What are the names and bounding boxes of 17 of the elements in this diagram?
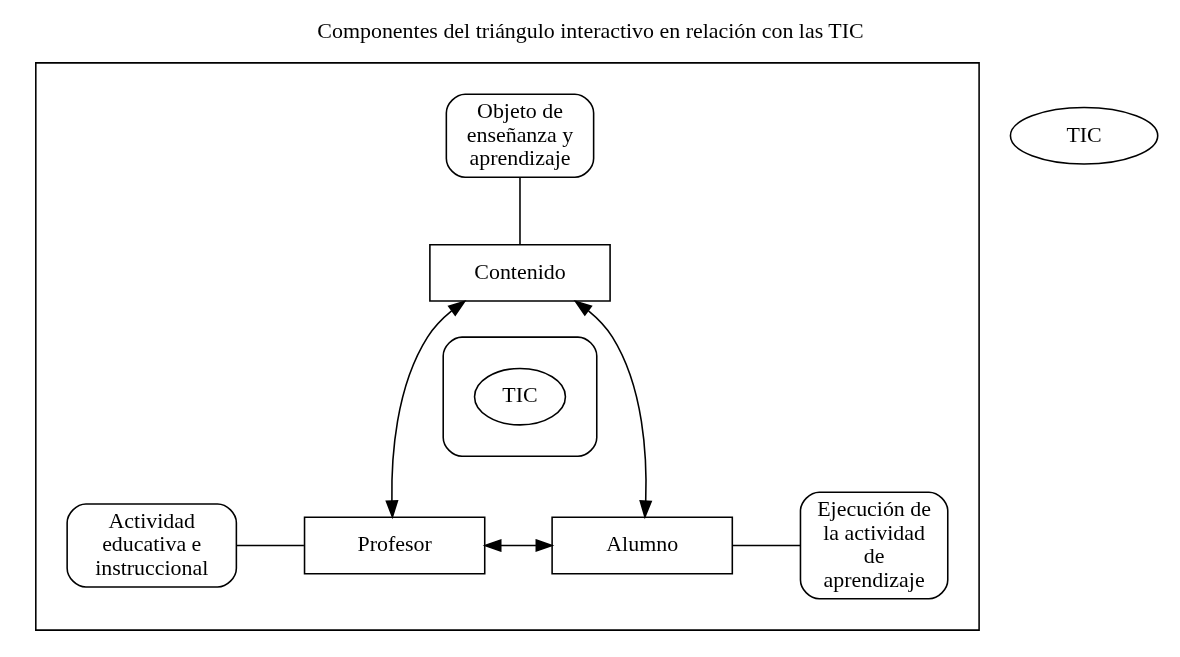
- connector: [731, 544, 801, 547]
- arrow: [573, 299, 652, 520]
- arrow: [384, 300, 467, 520]
- arrow: [482, 538, 554, 553]
- cluster: [441, 336, 598, 457]
- cluster: [34, 62, 980, 631]
- node-ellipse: TIC: [1009, 106, 1158, 165]
- node-box: Objeto de enseñanza y aprendizaje: [445, 93, 594, 179]
- node-box: Alumno: [550, 516, 733, 575]
- node-box: Profesor: [303, 516, 485, 575]
- node-box: Contenido: [428, 243, 611, 302]
- node-ellipse: TIC: [473, 367, 566, 426]
- node-box: Ejecución de la actividad de aprendizaje: [799, 491, 949, 600]
- connector: [518, 176, 521, 246]
- connector: [235, 544, 305, 547]
- diagram-title: Componentes del triángulo interactivo en relación con las TIC: [316, 18, 864, 44]
- node-box: Actividad educativa e instruccional: [65, 503, 237, 588]
